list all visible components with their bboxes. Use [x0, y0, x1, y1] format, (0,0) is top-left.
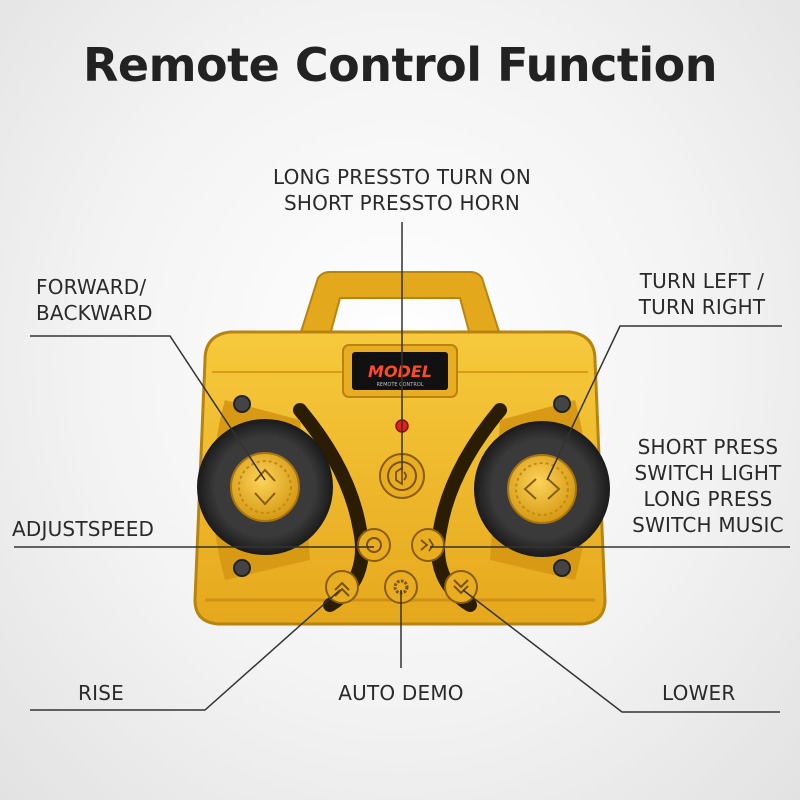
- speed-button[interactable]: [357, 528, 391, 562]
- label-forward-line-1: FORWARD/: [36, 275, 147, 299]
- callout-lower-line: [462, 589, 780, 713]
- page-title: Remote Control Function: [82, 38, 718, 92]
- light-icon: [420, 538, 435, 552]
- lower-button[interactable]: [444, 570, 478, 604]
- label-turn-line-2: TURN RIGHT: [638, 295, 766, 319]
- horn-icon: [395, 466, 407, 486]
- speed-icon: [366, 537, 382, 553]
- label-light-line-2: SWITCH LIGHT: [634, 461, 782, 485]
- logo-plate: MODEL REMOTE CONTROL: [342, 344, 458, 398]
- label-light-line-4: SWITCH MUSIC: [632, 513, 784, 537]
- logo-text: MODEL: [368, 362, 432, 381]
- callout-rise-line: [30, 589, 341, 711]
- double-chevron-up-icon: [334, 581, 350, 597]
- label-light-line-3: LONG PRESS: [643, 487, 773, 511]
- label-forward-backward: FORWARD/ BACKWARD: [36, 274, 153, 326]
- right-arrow-icon: [547, 478, 561, 500]
- callout-lines: [14, 222, 790, 713]
- callout-turn-line: [546, 325, 782, 481]
- label-auto-demo: AUTO DEMO: [338, 681, 464, 705]
- light-music-button[interactable]: [411, 528, 445, 562]
- label-light-line-1: SHORT PRESS: [637, 435, 779, 459]
- double-chevron-down-icon: [453, 579, 469, 595]
- label-adjust-speed: ADJUSTSPEED: [12, 517, 155, 541]
- callout-forward-line: [30, 335, 266, 481]
- right-joystick[interactable]: [474, 395, 610, 580]
- label-forward-line-2: BACKWARD: [36, 301, 153, 325]
- label-lower: LOWER: [662, 681, 736, 705]
- label-turn-line-1: TURN LEFT /: [639, 269, 765, 293]
- label-rise: RISE: [78, 681, 124, 705]
- left-joystick[interactable]: [197, 395, 333, 580]
- left-arrow-icon: [523, 478, 537, 500]
- label-power-line-1: LONG PRESSTO TURN ON: [272, 165, 532, 189]
- handle: [298, 271, 502, 336]
- label-power-line-2: SHORT PRESSTO HORN: [283, 191, 521, 215]
- label-turn: TURN LEFT / TURN RIGHT: [624, 268, 780, 320]
- logo-subtext: REMOTE CONTROL: [376, 382, 423, 388]
- label-light-music: SHORT PRESS SWITCH LIGHT LONG PRESS SWIT…: [622, 434, 794, 538]
- label-power-horn: LONG PRESSTO TURN ON SHORT PRESSTO HORN: [250, 164, 554, 216]
- up-arrow-icon: [254, 468, 276, 482]
- down-arrow-icon: [254, 492, 276, 506]
